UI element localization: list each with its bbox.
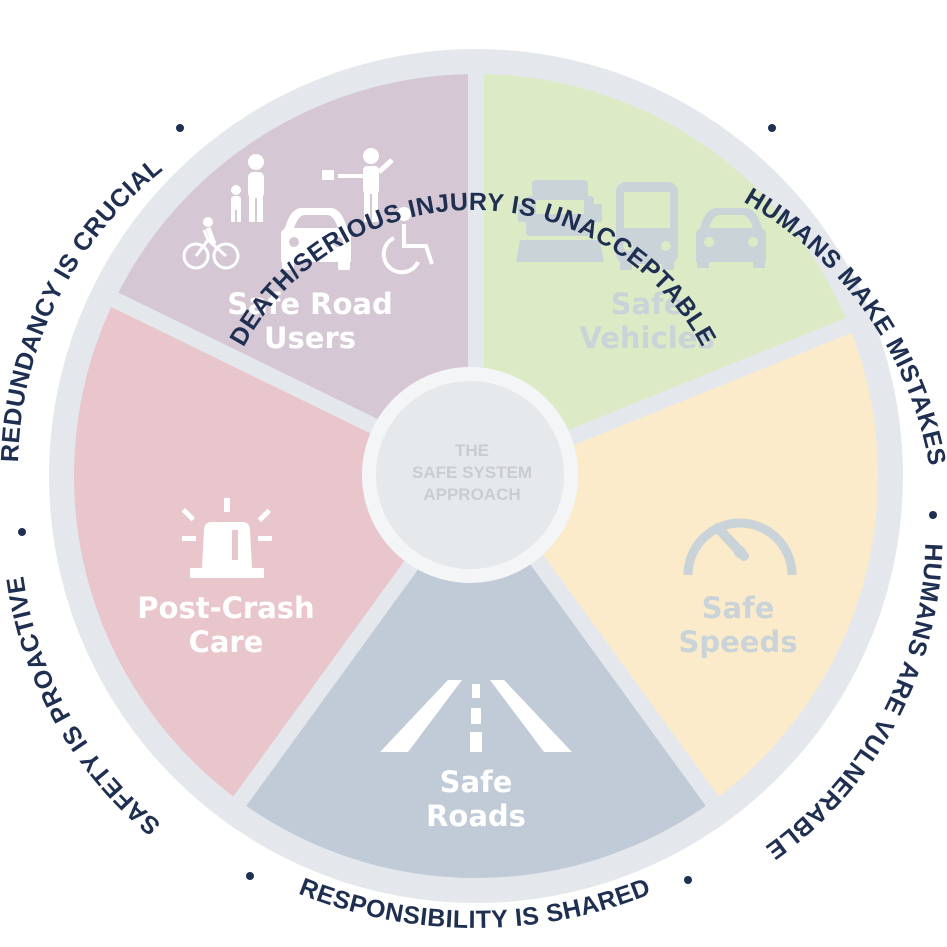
road-lanes-icon xyxy=(380,680,572,752)
wheelchair-icon xyxy=(381,207,434,275)
segment-label-post-crash-1: Post-Crash xyxy=(137,591,314,625)
segment-label-post-crash-2: Care xyxy=(189,625,264,659)
segment-vehicles xyxy=(468,58,865,484)
car-front-icon xyxy=(696,208,766,268)
segment-speeds xyxy=(468,314,894,816)
segment-label-speeds-2: Speeds xyxy=(678,625,797,659)
segment-label-vehicles-2: Vehicles xyxy=(579,321,714,355)
segment-label-roads-1: Safe xyxy=(440,765,513,799)
segment-label-roads-2: Roads xyxy=(426,799,526,833)
separator-dot xyxy=(768,124,776,132)
center-hub xyxy=(376,381,564,569)
center-line-2: SAFE SYSTEM xyxy=(412,463,532,482)
separator-dot xyxy=(18,528,26,536)
center-line-1: THE xyxy=(455,441,489,460)
emergency-siren-icon xyxy=(181,498,272,578)
separator-dot xyxy=(684,876,692,884)
separator-dot xyxy=(176,124,184,132)
segment-label-vehicles-1: Safe xyxy=(611,287,684,321)
car-front-icon xyxy=(281,208,351,270)
separator-dot xyxy=(246,872,254,880)
segment-label-road-users-1: Safe Road xyxy=(227,287,392,321)
center-line-3: APPROACH xyxy=(423,485,520,504)
segment-roads xyxy=(227,468,725,894)
speedometer-icon xyxy=(683,518,797,576)
bus-front-icon xyxy=(616,182,678,270)
segment-post-crash xyxy=(58,288,484,816)
truck-front-icon xyxy=(516,180,604,262)
crossing-guard-icon xyxy=(322,148,394,222)
separator-dot xyxy=(929,511,937,519)
segment-label-speeds-1: Safe xyxy=(702,591,775,625)
cyclist-icon xyxy=(182,217,240,270)
segment-label-road-users-2: Users xyxy=(264,321,356,355)
pedestrian-family-icon xyxy=(231,154,264,222)
